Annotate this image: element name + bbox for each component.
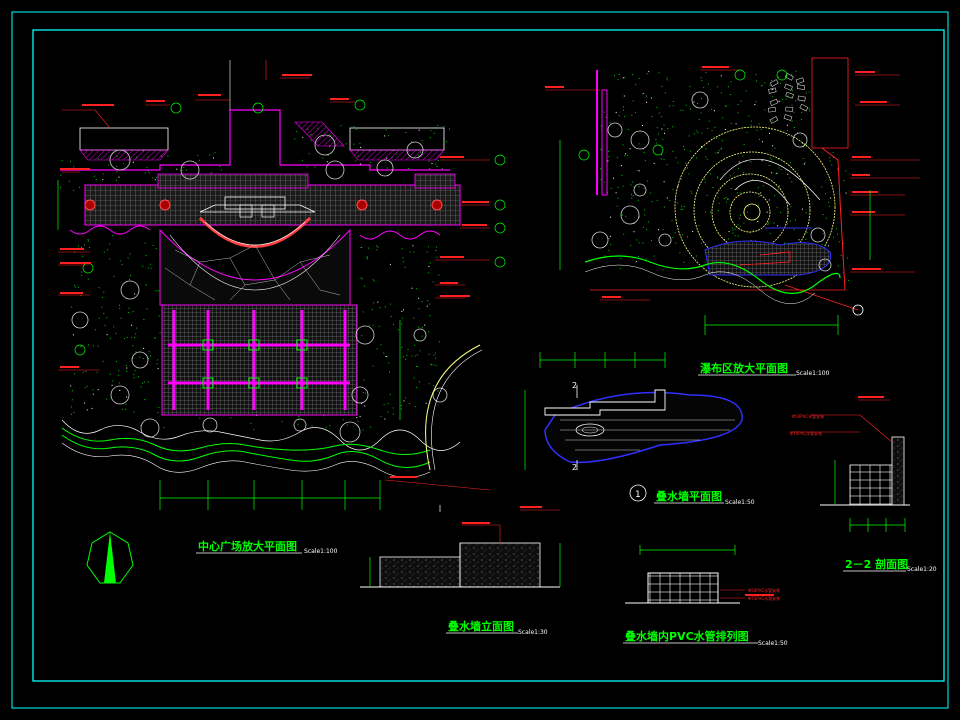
- pvc-pipe-layout-title: 叠水墙内PVC水管排列图: [625, 629, 749, 643]
- stack-wall-elevation-scale: Scale1:30: [518, 629, 548, 636]
- outer-frame: [11, 11, 949, 709]
- pvc-note-2: Φ75PVC水管安装: [748, 595, 780, 601]
- plaza-plan-title: 中心广场放大平面图: [198, 539, 297, 553]
- stack-wall-elevation-title: 叠水墙立面图: [448, 619, 514, 633]
- stack-wall-plan-title: 叠水墙平面图: [656, 489, 722, 503]
- plaza-plan: [57, 60, 887, 596]
- pvc-pipe-layout-scale: Scale1:50: [758, 640, 788, 647]
- detail-index-icon: [852, 304, 864, 316]
- section-note-1: Φ50PVC水管安装: [792, 413, 824, 419]
- stack-wall-plan-scale: Scale1:50: [725, 499, 755, 506]
- section-note-2: Φ75PVC水管安装: [790, 430, 822, 436]
- pvc-pipe-layout: Φ50PVC水管安装 Φ75PVC水管安装: [625, 545, 780, 604]
- building-block-waterfall: [811, 57, 849, 149]
- building-block-right: [349, 127, 445, 151]
- waterfall-plan-title: 瀑布区放大平面图: [700, 361, 788, 375]
- north-arrow-icon: [86, 531, 134, 584]
- paved-grid-plaza: [161, 304, 358, 416]
- plaza-plan-scale: Scale1:100: [304, 548, 338, 555]
- stack-wall-plan-number-icon: 1: [629, 484, 647, 502]
- pond-edge: [704, 240, 832, 276]
- building-block-left: [79, 127, 169, 151]
- inner-frame: [32, 29, 945, 682]
- waterfall-plan: [545, 57, 920, 335]
- pvc-note-1: Φ50PVC水管安装: [748, 587, 780, 593]
- stack-wall-plan: 2 2: [524, 352, 743, 472]
- svg-text:2: 2: [572, 463, 577, 472]
- waterfall-plan-scale: Scale1:100: [796, 370, 830, 377]
- plaza-fan: [159, 228, 351, 306]
- stack-wall-elevation: [360, 509, 561, 588]
- svg-text:1: 1: [635, 490, 641, 500]
- section-2-2: Φ50PVC水管安装 Φ75PVC水管安装: [790, 399, 910, 532]
- section-marker-icon: 2: [572, 381, 577, 390]
- section-2-2-scale: Scale1:20: [907, 566, 937, 573]
- section-2-2-title: 2－2 剖面图: [845, 557, 908, 571]
